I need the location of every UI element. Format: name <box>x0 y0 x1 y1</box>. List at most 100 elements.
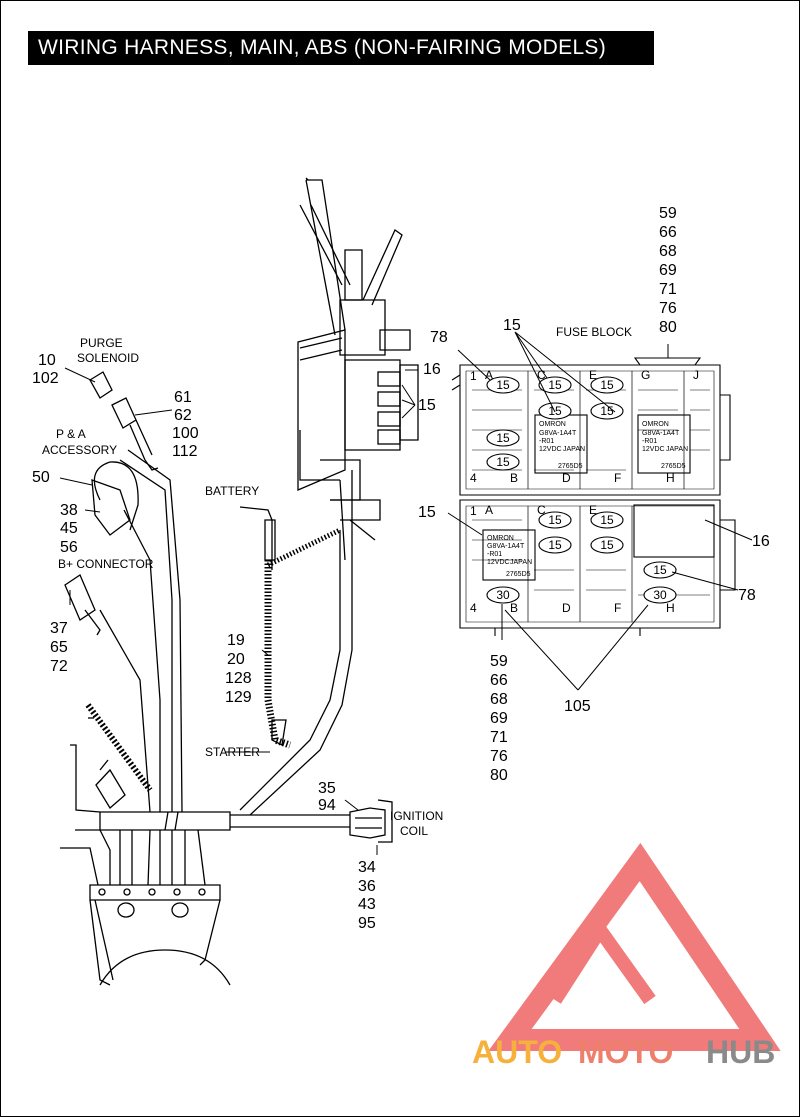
fuse-value: 15 <box>496 431 510 445</box>
fuse-block <box>451 357 736 636</box>
callout-78-top: 78 <box>430 329 448 346</box>
relay-voltage: 12VDC <box>487 559 510 566</box>
callout-69-top: 69 <box>659 262 677 279</box>
component-labels: PURGE SOLENOID P & A ACCESSORY B+ CONNEC… <box>42 325 632 838</box>
fuse-slots <box>486 376 677 604</box>
logo-mark-icon <box>488 842 781 1051</box>
fuse-value: 15 <box>548 378 562 392</box>
callout-16-fuse: 16 <box>752 533 770 550</box>
automotohub-logo: AUTO MOTO HUB <box>472 1034 775 1070</box>
relay-code: 2765D5 <box>506 571 531 578</box>
callout-76-top: 76 <box>659 300 677 317</box>
column-label: B <box>510 471 518 485</box>
pa-accessory-label-2: ACCESSORY <box>42 443 117 457</box>
relay-model-1: G8VA-1A4T <box>539 430 577 437</box>
column-label: C <box>537 503 546 517</box>
callout-76-bot: 76 <box>490 748 508 765</box>
callout-105: 105 <box>564 698 591 715</box>
column-label: G <box>641 368 650 382</box>
relay-model-2: -R01 <box>642 438 657 445</box>
callout-128: 128 <box>225 670 252 687</box>
fuse-values: 15 15 15 15 15 15 15 15 15 15 15 15 30 3… <box>496 378 667 602</box>
fuse-value: 15 <box>600 378 614 392</box>
logo-text-auto: AUTO <box>472 1034 562 1070</box>
callout-80-bot: 80 <box>490 767 508 784</box>
relay-brand: OMRON <box>487 535 514 542</box>
callout-34: 34 <box>358 859 376 876</box>
column-label: C <box>537 368 546 382</box>
relay-voltage: 12VDC <box>642 446 665 453</box>
purge-solenoid-label-2: SOLENOID <box>77 351 139 365</box>
fuse-value: 15 <box>548 513 562 527</box>
fuse-value: 15 <box>496 455 510 469</box>
callout-66-bot: 66 <box>490 672 508 689</box>
callout-69-bot: 69 <box>490 710 508 727</box>
callout-50: 50 <box>32 469 50 486</box>
starter-label: STARTER <box>205 745 260 759</box>
callout-19: 19 <box>227 632 245 649</box>
leader-lines <box>59 367 418 855</box>
relay-voltage: 12VDC <box>539 446 562 453</box>
fuse-block-label: FUSE BLOCK <box>556 325 632 339</box>
relay-brand: OMRON <box>539 421 566 428</box>
relay-model-2: -R01 <box>539 438 554 445</box>
main-harness <box>60 177 419 986</box>
callout-65: 65 <box>50 639 68 656</box>
logo-text-hub: HUB <box>706 1034 775 1070</box>
fuse-value: 15 <box>548 538 562 552</box>
title-bar <box>28 31 654 65</box>
callout-68-top: 68 <box>659 243 677 260</box>
fuse-value: 30 <box>496 588 510 602</box>
callout-10: 10 <box>38 352 56 369</box>
callout-71-top: 71 <box>659 281 677 298</box>
callout-78-fuse: 78 <box>738 587 756 604</box>
relay-code: 2765D5 <box>558 463 583 470</box>
callout-45: 45 <box>60 520 78 537</box>
fuse-value: 15 <box>600 404 614 418</box>
column-label: J <box>693 368 699 382</box>
callout-36: 36 <box>358 878 376 895</box>
callout-35: 35 <box>318 780 336 797</box>
callout-71-bot: 71 <box>490 729 508 746</box>
row-label: 1 <box>470 369 477 383</box>
column-label: E <box>589 503 597 517</box>
callout-68-bot: 68 <box>490 691 508 708</box>
callout-59-top: 59 <box>659 205 677 222</box>
row-label: 1 <box>470 504 477 518</box>
relay-model-1: G8VA-1A4T <box>642 430 680 437</box>
fuse-value: 30 <box>653 588 667 602</box>
ignition-coil-label-2: COIL <box>400 824 428 838</box>
column-label: B <box>510 601 518 615</box>
pa-accessory-label-1: P & A <box>56 427 86 441</box>
b-plus-connector-label: B+ CONNECTOR <box>58 557 154 571</box>
callout-62: 62 <box>174 407 192 424</box>
callout-95: 95 <box>358 915 376 932</box>
fuse-block-grid-labels: A C E G J B D F H A C E B D F H 1 4 1 4 <box>470 368 699 615</box>
column-label: F <box>614 601 621 615</box>
battery-label: BATTERY <box>205 484 259 498</box>
callout-72: 72 <box>50 658 68 675</box>
ignition-coil-label-1: IGNITION <box>390 809 443 823</box>
column-label: H <box>666 601 675 615</box>
fuse-value: 15 <box>600 513 614 527</box>
fuse-value: 15 <box>653 563 667 577</box>
column-label: D <box>562 601 571 615</box>
callout-61: 61 <box>174 389 192 406</box>
column-label: D <box>562 471 571 485</box>
row-label: 4 <box>470 601 477 615</box>
column-label: A <box>485 503 493 517</box>
relay-model-1: G8VA-1A4T <box>487 543 525 550</box>
callout-129: 129 <box>225 689 252 706</box>
relay-origin: JAPAN <box>666 446 688 453</box>
column-label: A <box>485 368 493 382</box>
fuse-block-leaders <box>447 331 753 691</box>
column-label: E <box>589 368 597 382</box>
callout-66-top: 66 <box>659 224 677 241</box>
callout-80-top: 80 <box>659 319 677 336</box>
callout-43: 43 <box>358 896 376 913</box>
relay-labels: OMRON G8VA-1A4T -R01 12VDC JAPAN 2765D5 … <box>487 421 688 578</box>
relay-model-2: -R01 <box>487 551 502 558</box>
callout-100: 100 <box>172 425 199 442</box>
callout-15-fuse-left: 15 <box>418 504 436 521</box>
